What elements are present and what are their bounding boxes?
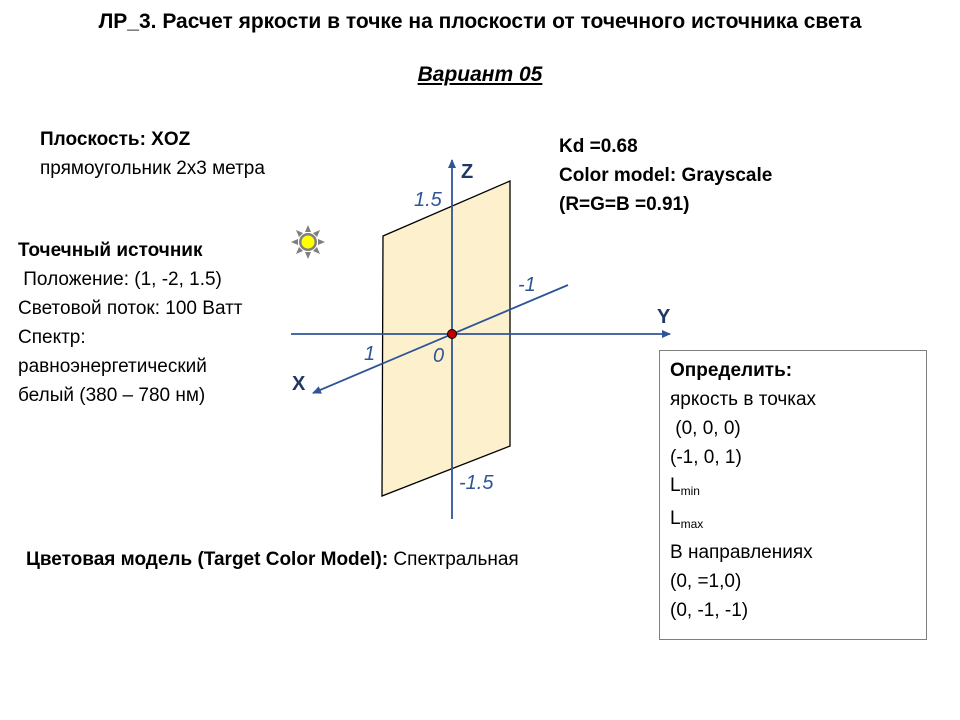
page-title: ЛР_3. Расчет яркости в точке на плоскост…: [98, 10, 862, 33]
source-spectrum-label: Спектр:: [18, 327, 86, 348]
variant-label: Вариант 05: [417, 63, 543, 86]
y-minus-one-tick: -1: [518, 274, 536, 296]
target-model-value: Спектральная: [388, 549, 519, 570]
plane-desc: прямоугольник 2х3 метра: [40, 158, 265, 179]
source-flux: Световой поток: 100 Ватт: [18, 298, 243, 319]
source-spectrum-value-2: белый (380 – 780 нм): [18, 385, 206, 406]
color-model: Color model: Grayscale: [559, 165, 773, 186]
task-point-1: (0, 0, 0): [670, 418, 741, 439]
plane-info: Плоскость: XOZ прямоугольник 2х3 метра: [40, 125, 265, 183]
origin-label: 0: [433, 345, 444, 367]
kd-value: Kd =0.68: [559, 136, 638, 157]
sun-icon: [291, 225, 325, 259]
task-heading: Определить:: [670, 360, 793, 381]
task-content: Определить: яркость в точках (0, 0, 0) (…: [670, 356, 816, 625]
x-axis: [312, 284, 569, 394]
z-axis-label: Z: [461, 161, 473, 183]
source-position: Положение: (1, -2, 1.5): [18, 269, 222, 290]
z-top-tick: 1.5: [414, 189, 443, 211]
target-model-label: Цветовая модель (Target Color Model):: [26, 549, 389, 570]
task-lmin: Lmin: [670, 472, 816, 505]
xoz-plane: [381, 180, 511, 497]
task-brightness-label: яркость в точках: [670, 389, 817, 410]
task-direction-heading: В направлениях: [670, 542, 813, 563]
task-direction-2: (0, -1, -1): [670, 600, 749, 621]
lmin-sub: min: [680, 484, 700, 498]
task-direction-1: (0, =1,0): [670, 571, 742, 592]
x-axis-label: X: [292, 373, 306, 395]
plane-label: Плоскость: XOZ: [40, 129, 191, 150]
source-info: Точечный источник Положение: (1, -2, 1.5…: [18, 236, 243, 410]
lmin-main: L: [670, 475, 681, 496]
task-box: [659, 350, 927, 640]
task-point-2: (-1, 0, 1): [670, 447, 742, 468]
task-lmax: Lmax: [670, 505, 816, 538]
x-one-tick: 1: [364, 343, 375, 365]
y-axis-label: Y: [657, 306, 671, 328]
z-bottom-tick: -1.5: [459, 472, 494, 494]
material-info: Kd =0.68 Color model: Grayscale (R=G=B =…: [559, 132, 772, 219]
rgb-value: (R=G=B =0.91): [559, 194, 690, 215]
target-color-model: Цветовая модель (Target Color Model): Сп…: [26, 545, 519, 574]
origin-dot: [447, 329, 457, 339]
lmax-sub: max: [680, 517, 704, 531]
source-spectrum-value-1: равноэнергетический: [18, 356, 207, 377]
source-heading: Точечный источник: [18, 240, 203, 261]
lmax-main: L: [670, 508, 681, 529]
